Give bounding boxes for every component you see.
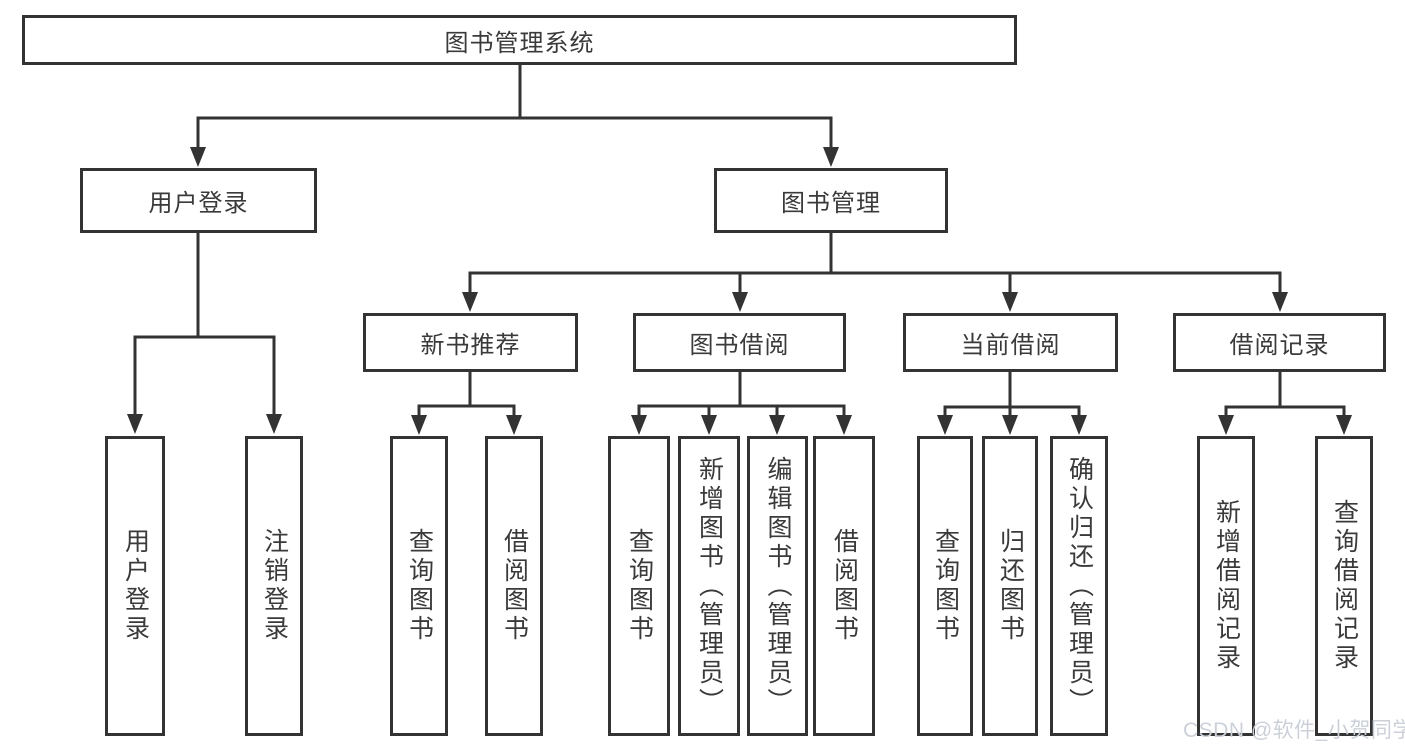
leaf-search-books-borrowing: 查询图书 xyxy=(608,436,670,736)
node-root-system: 图书管理系统 xyxy=(22,15,1017,65)
node-book-management: 图书管理 xyxy=(714,168,948,233)
leaf-label: 新增图书（管理员） xyxy=(695,455,724,717)
node-current-borrowing: 当前借阅 xyxy=(903,313,1118,372)
leaf-search-books-recommend: 查询图书 xyxy=(390,436,448,736)
leaf-confirm-return-admin: 确认归还（管理员） xyxy=(1050,436,1108,736)
leaf-label: 借阅图书 xyxy=(500,528,529,644)
leaf-label: 用户登录 xyxy=(121,528,150,644)
node-borrow-records: 借阅记录 xyxy=(1173,313,1386,372)
csdn-watermark: CSDN @软件_小贺同学 xyxy=(1183,719,1405,742)
leaf-label: 查询借阅记录 xyxy=(1330,499,1359,673)
node-label: 借阅记录 xyxy=(1229,332,1330,359)
leaf-borrow-books: 借阅图书 xyxy=(813,436,875,736)
leaf-label: 查询图书 xyxy=(931,528,960,644)
node-user-login: 用户登录 xyxy=(80,168,317,233)
node-label: 图书借阅 xyxy=(689,332,790,359)
leaf-label: 查询图书 xyxy=(405,528,434,644)
node-label: 用户登录 xyxy=(148,190,249,217)
leaf-label: 借阅图书 xyxy=(830,528,859,644)
leaf-user-login: 用户登录 xyxy=(105,436,165,736)
leaf-label: 归还图书 xyxy=(996,528,1025,644)
leaf-add-borrow-record: 新增借阅记录 xyxy=(1197,436,1255,736)
leaf-return-books: 归还图书 xyxy=(982,436,1038,736)
leaf-logout: 注销登录 xyxy=(245,436,303,736)
arrowhead-icons xyxy=(127,147,1352,435)
leaf-edit-books-admin: 编辑图书（管理员） xyxy=(747,436,808,736)
node-label: 当前借阅 xyxy=(960,332,1061,359)
leaf-label: 查询图书 xyxy=(625,528,654,644)
leaf-search-borrow-record: 查询借阅记录 xyxy=(1315,436,1373,736)
leaf-borrow-books-recommend: 借阅图书 xyxy=(485,436,543,736)
leaf-label: 新增借阅记录 xyxy=(1212,499,1241,673)
leaf-label: 注销登录 xyxy=(260,528,289,644)
node-label: 图书管理系统 xyxy=(444,29,595,57)
node-label: 新书推荐 xyxy=(420,332,521,359)
leaf-label: 确认归还（管理员） xyxy=(1065,455,1094,717)
node-book-borrowing: 图书借阅 xyxy=(633,313,846,372)
leaf-label: 编辑图书（管理员） xyxy=(764,455,792,717)
node-new-book-recommend: 新书推荐 xyxy=(363,313,578,372)
node-label: 图书管理 xyxy=(781,190,881,217)
leaf-add-books-admin: 新增图书（管理员） xyxy=(678,436,740,736)
leaf-search-books-current: 查询图书 xyxy=(917,436,973,736)
